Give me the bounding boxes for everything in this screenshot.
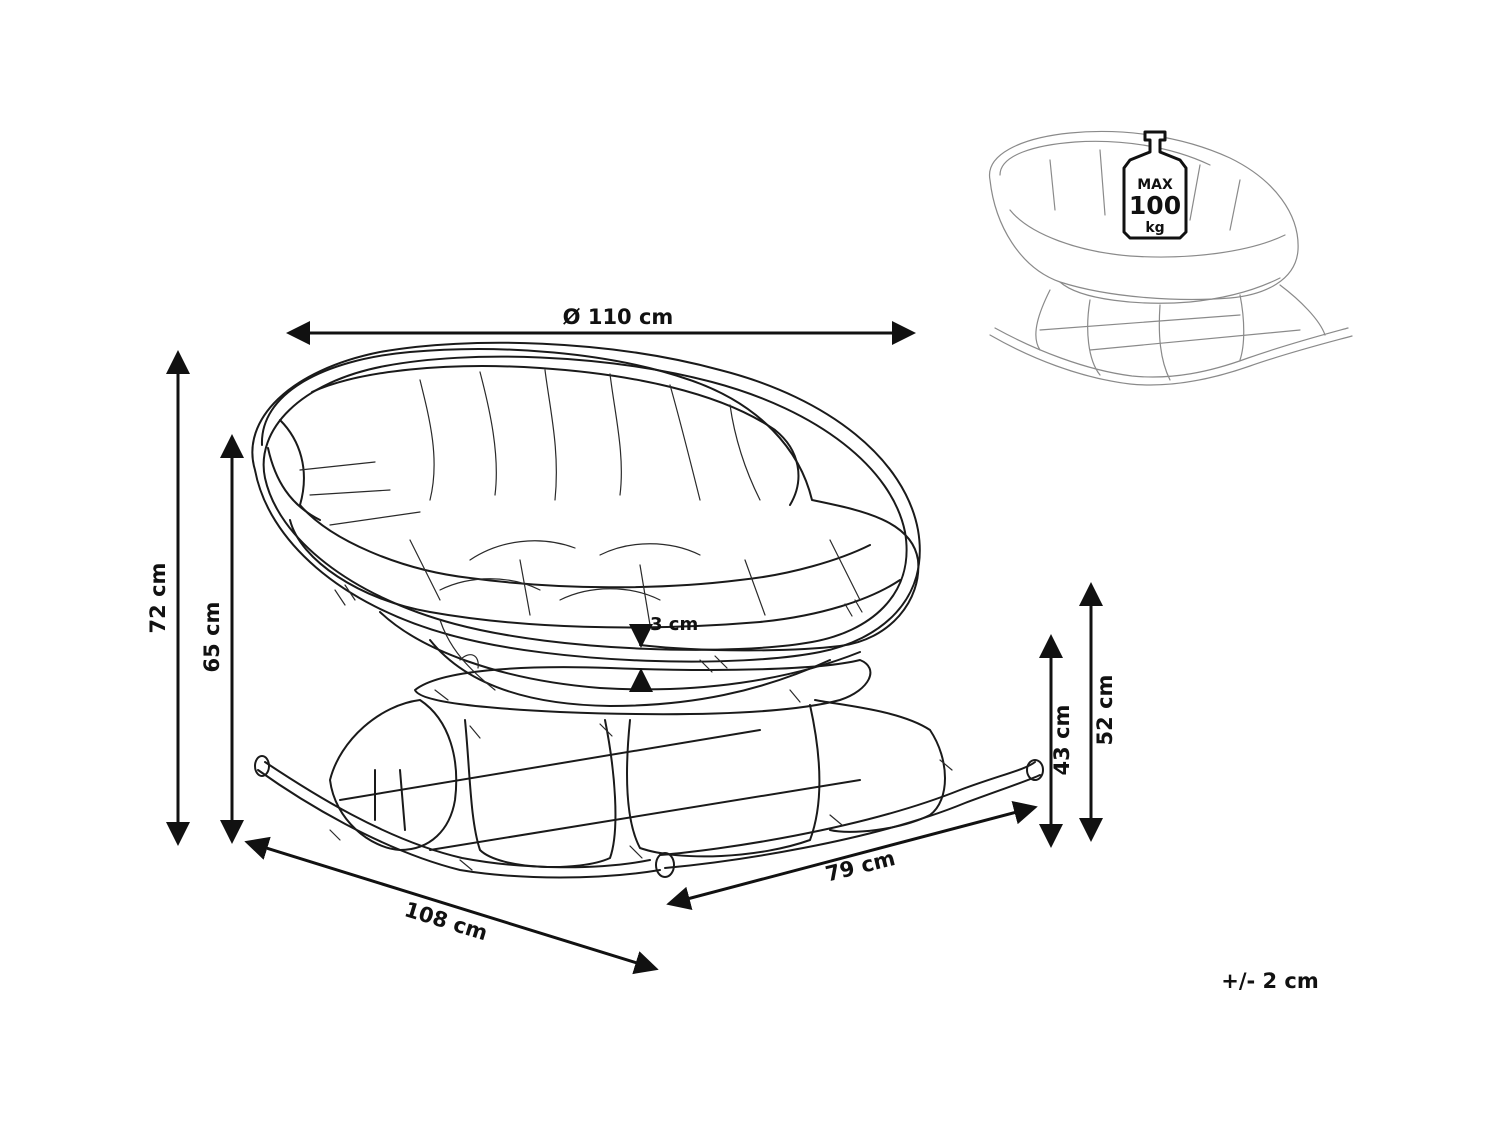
armrest-height-label: 52 cm xyxy=(1093,675,1117,746)
weight-unit: kg xyxy=(1145,220,1164,236)
weight-value: 100 xyxy=(1129,191,1181,220)
base-width-arrow xyxy=(666,800,1038,911)
chair-illustration xyxy=(251,341,1044,879)
back-height-label: 65 cm xyxy=(200,602,224,673)
diameter-label: Ø 110 cm xyxy=(563,305,674,329)
thumbnail-chair xyxy=(989,130,1353,386)
weight-icon xyxy=(1122,130,1188,240)
depth-arrow xyxy=(244,836,659,975)
cushion-thickness-label: 3 cm xyxy=(650,614,698,635)
weight-max-label: MAX xyxy=(1137,177,1173,193)
tolerance-note: +/- 2 cm xyxy=(1221,969,1319,993)
seat-height-label: 43 cm xyxy=(1050,705,1074,776)
total-height-label: 72 cm xyxy=(146,563,170,634)
weight-limit-badge: MAX 100 kg xyxy=(1122,130,1188,240)
